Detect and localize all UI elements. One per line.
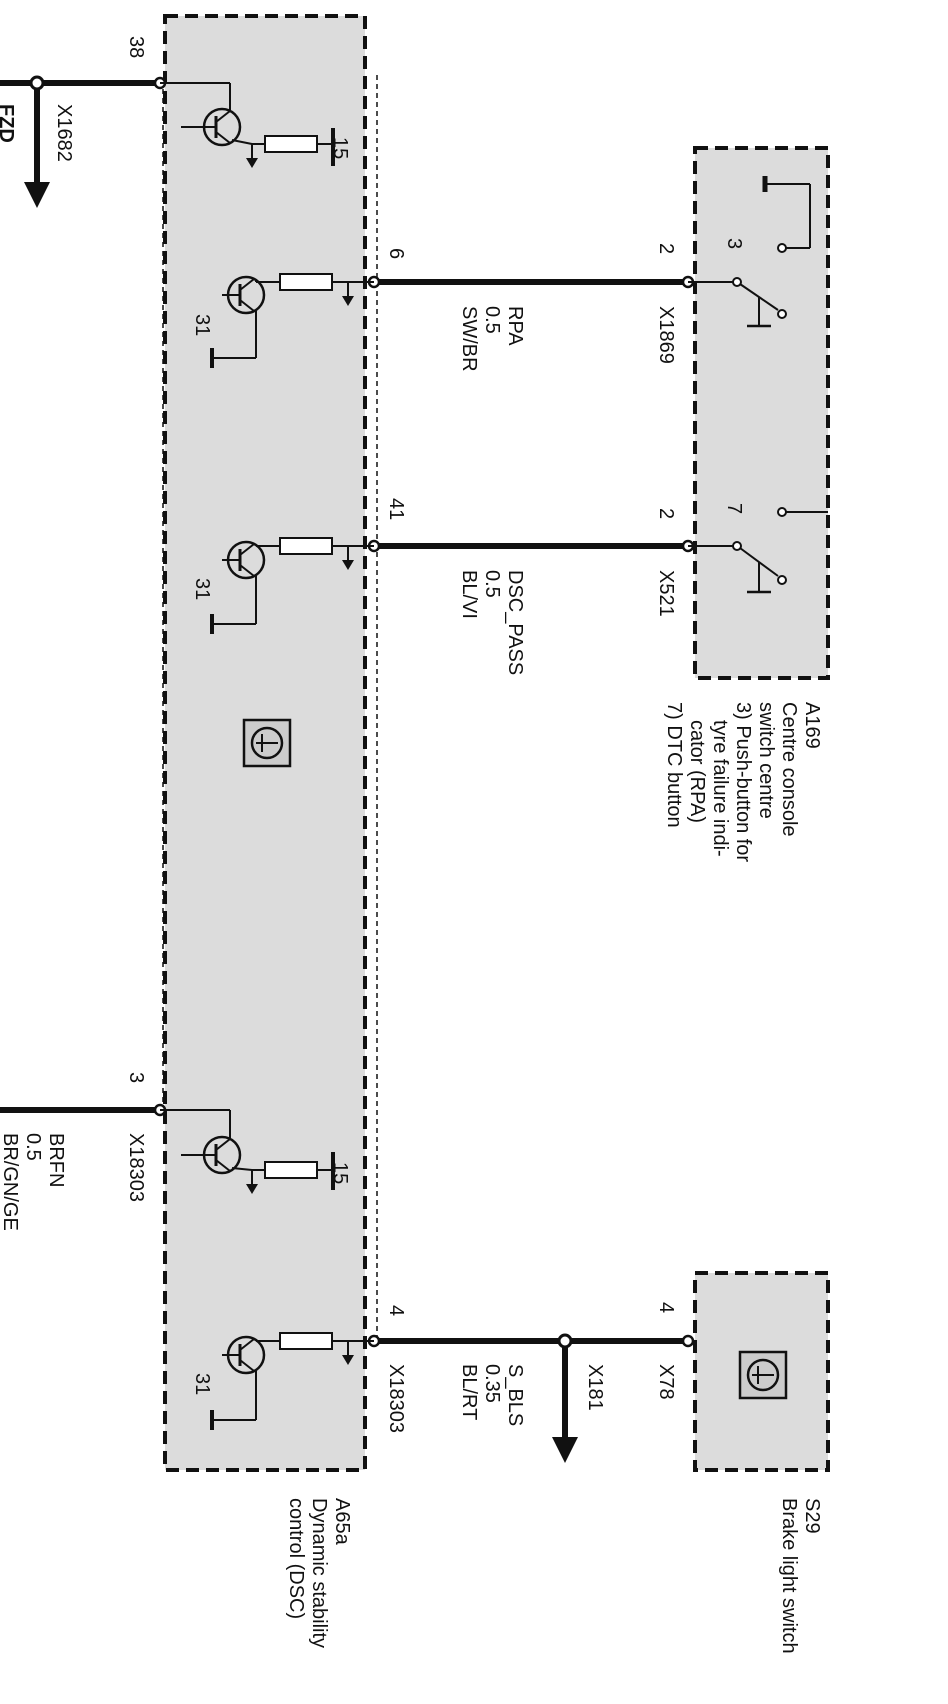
module-a65a-id: A65a [331, 1498, 353, 1546]
pin-6: 6 [385, 248, 407, 259]
supply-15-a: 15 [329, 137, 351, 159]
connector-x78: X78 [655, 1364, 677, 1400]
module-labels: A65a Dynamic stability control (DSC) A16… [285, 702, 823, 1654]
module-s29-id: S29 [801, 1498, 823, 1534]
wire-brfn-size: 0.5 [22, 1133, 44, 1161]
wire-labels: RPA 0.5 SW/BR DSC_PASS 0.5 BL/VI S_BLS 0… [0, 306, 526, 1426]
connector-x181: X181 [584, 1364, 606, 1411]
pin-4-dsc: 4 [385, 1305, 407, 1316]
pin-3: 3 [125, 1072, 147, 1083]
switch-centre-box [693, 146, 830, 680]
module-a65a-name-2: control (DSC) [285, 1498, 307, 1619]
pin-41: 41 [385, 498, 407, 520]
ground-31-a: 31 [191, 314, 213, 336]
brake-switch-module-icon [738, 1350, 788, 1400]
output-stage-38 [160, 82, 335, 169]
supply-15-b: 15 [329, 1162, 351, 1184]
connector-x521: X521 [655, 570, 677, 617]
connector-x1682: X1682 [53, 104, 75, 162]
input-stage-6 [210, 273, 374, 368]
wire-dsc-pass-size: 0.5 [481, 570, 503, 598]
splice-x1682 [29, 75, 45, 91]
connector-x18303-bottom: X18303 [385, 1364, 407, 1433]
input-stage-41 [210, 537, 374, 634]
module-a169-id: A169 [801, 702, 823, 749]
wire-s-bls-color: BL/RT [458, 1364, 480, 1420]
pin-4-s29: 4 [655, 1302, 677, 1313]
pin-2-b: 2 [655, 508, 677, 519]
wire-rpa-size: 0.5 [481, 306, 503, 334]
wire-brfn-name: BRFN [45, 1133, 67, 1187]
wire-rpa-name: RPA [504, 306, 526, 346]
pin-7-switch: 7 [723, 503, 745, 514]
brake-switch-box [693, 1271, 830, 1472]
module-a169-line-5: cator (RPA) [686, 720, 708, 823]
arrow-x181 [552, 1437, 578, 1463]
connector-x1869: X1869 [655, 306, 677, 364]
module-a169-line-2: switch centre [755, 702, 777, 819]
pin-3-switch: 3 [723, 238, 745, 249]
wire-cut-label: FZD [0, 104, 17, 143]
wire-s-bls-name: S_BLS [504, 1364, 526, 1426]
wire-dsc-pass-color: BL/VI [458, 570, 480, 619]
module-a169-line-6: 7) DTC button [663, 702, 685, 828]
wire-s-bls-size: 0.35 [481, 1364, 503, 1403]
wire-rpa-color: SW/BR [458, 306, 480, 372]
wire-dsc-pass-name: DSC_PASS [504, 570, 526, 675]
connector-x18303-top: X18303 [125, 1133, 147, 1202]
connector-labels: X1682 X1869 X521 X18303 X18303 X181 X78 … [0, 104, 677, 1433]
rpa-pushbutton-switch [688, 176, 811, 328]
input-stage-4 [210, 1332, 374, 1430]
module-a169-line-4: tyre failure indi- [709, 720, 731, 857]
dtc-button-switch [688, 507, 828, 594]
output-stage-3 [160, 1109, 335, 1195]
pin-labels: 38 6 41 3 4 2 2 4 3 7 15 15 31 31 31 [125, 36, 745, 1395]
splice-x181 [557, 1333, 573, 1349]
module-a65a-name-1: Dynamic stability [308, 1498, 330, 1648]
module-s29-name: Brake light switch [778, 1498, 800, 1654]
electronic-module-icon [242, 718, 292, 768]
pin-2-a: 2 [655, 243, 677, 254]
pin-38: 38 [125, 36, 147, 58]
module-a169-line-1: Centre console [778, 702, 800, 837]
arrow-x1682 [24, 182, 50, 208]
wire-brfn-color: BR/GN/GE [0, 1133, 21, 1231]
ground-31-b: 31 [191, 578, 213, 600]
ground-31-c: 31 [191, 1373, 213, 1395]
module-a169-line-3: 3) Push-button for [732, 702, 754, 862]
